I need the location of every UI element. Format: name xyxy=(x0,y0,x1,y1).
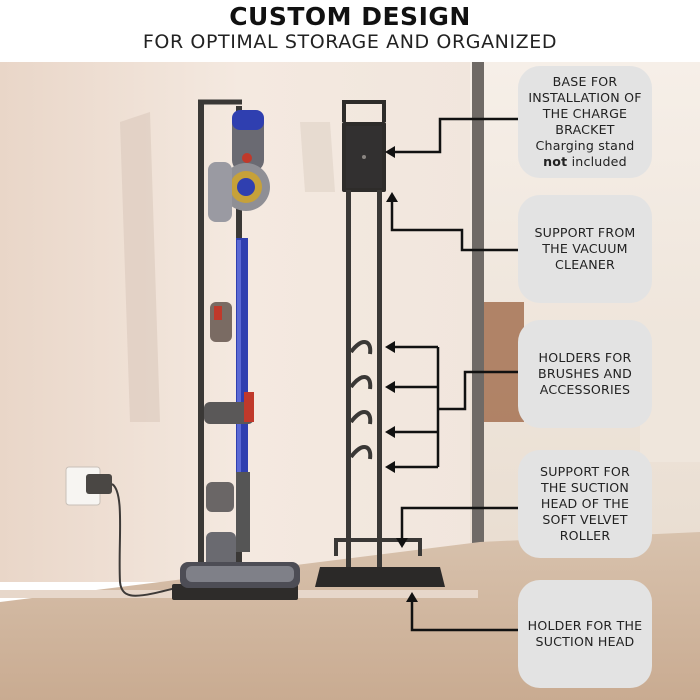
charger-cable xyxy=(111,483,181,597)
door-frame xyxy=(472,62,484,582)
arrow-holders xyxy=(438,370,520,411)
background-pillow xyxy=(484,302,524,422)
accessories xyxy=(204,302,254,512)
right-stand xyxy=(315,100,445,587)
callout-1-text: BASE FOR INSTALLATION OF THE CHARGE BRAC… xyxy=(528,74,642,153)
callout-5-text: HOLDER FOR THE SUCTION HEAD xyxy=(527,618,643,649)
callout-brush-holders: HOLDERS FOR BRUSHES AND ACCESSORIES xyxy=(518,320,652,428)
callout-roller-support: SUPPORT FOR THE SUCTION HEAD OF THE SOFT… xyxy=(518,450,652,558)
arrow-head-holder xyxy=(410,600,520,632)
wall-shadow xyxy=(120,112,160,422)
wall-shadow-plate xyxy=(300,122,335,192)
callout-3-text: HOLDERS FOR BRUSHES AND ACCESSORIES xyxy=(538,350,632,397)
arrow-support xyxy=(390,200,520,252)
page-title: CUSTOM DESIGN xyxy=(229,2,471,31)
arrow-heads xyxy=(385,146,418,602)
callout-2-text: SUPPORT FROM THE VACUUM CLEANER xyxy=(534,225,636,272)
arrow-roller-support xyxy=(400,506,520,540)
charger-plug xyxy=(86,474,112,494)
callout-arrows xyxy=(390,117,520,632)
callout-4-text: SUPPORT FOR THE SUCTION HEAD OF THE SOFT… xyxy=(540,464,630,543)
page-subtitle: FOR OPTIMAL STORAGE AND ORGANIZED xyxy=(142,31,558,53)
callout-charge-bracket-base: BASE FOR INSTALLATION OF THE CHARGE BRAC… xyxy=(518,66,652,178)
callout-vacuum-support: SUPPORT FROM THE VACUUM CLEANER xyxy=(518,195,652,303)
callout-1-suffix: included xyxy=(567,154,627,169)
callout-suction-head-holder: HOLDER FOR THE SUCTION HEAD xyxy=(518,580,652,688)
callout-1-bold: not xyxy=(543,154,568,169)
arrow-base xyxy=(392,117,520,154)
